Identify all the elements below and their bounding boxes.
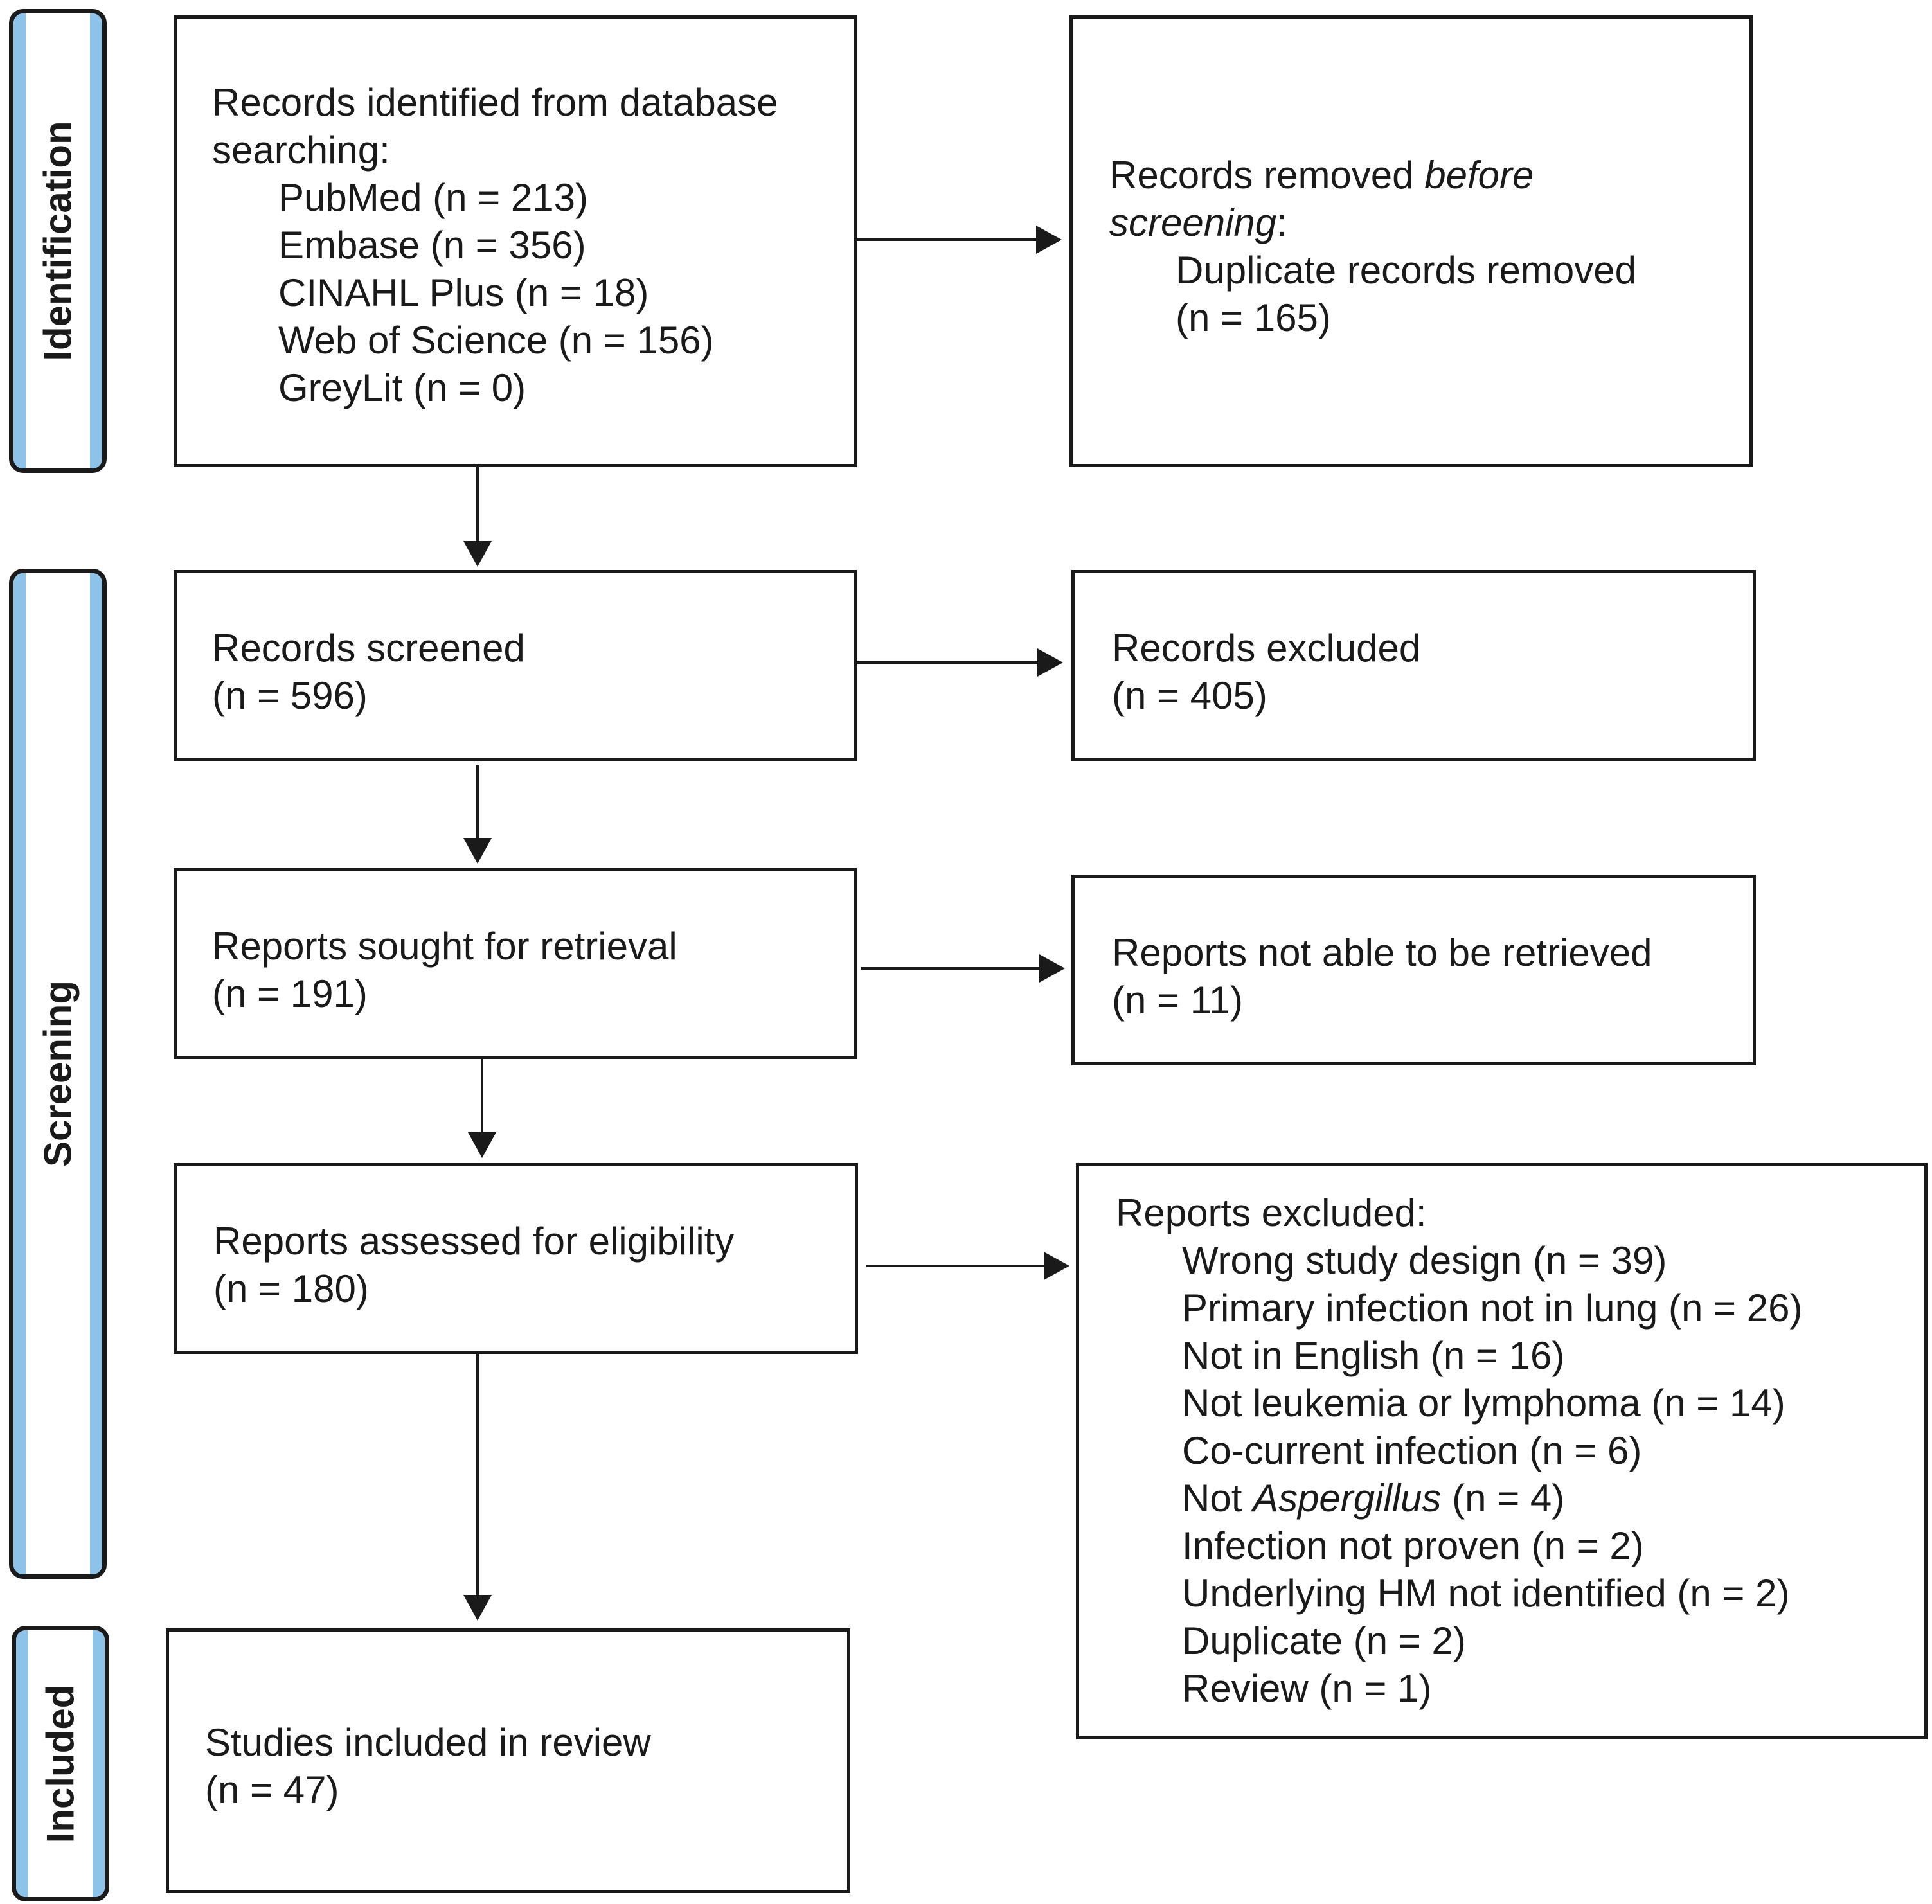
arrow-screened-to-excluded [857, 648, 1063, 677]
phase-screening-label: Screening [36, 980, 80, 1168]
reports-not-retrieved-box: Reports not able to be retrieved (n = 11… [1071, 875, 1756, 1065]
duplicate-records-count: (n = 165) [1176, 296, 1331, 339]
phase-included-bar: Included [12, 1626, 109, 1901]
source-greylit: GreyLit (n = 0) [278, 366, 526, 409]
reports-excluded-box: Reports excluded: Wrong study design (n … [1076, 1163, 1928, 1739]
reports-sought-box: Reports sought for retrieval (n = 191) [174, 868, 857, 1059]
arrow-screened-to-sought [463, 765, 492, 864]
records-removed-colon: : [1276, 201, 1287, 244]
reports-not-retrieved-label: Reports not able to be retrieved [1112, 931, 1652, 974]
reason-underlying-hm: Underlying HM not identified (n = 2) [1182, 1572, 1790, 1615]
arrow-assessed-to-reports-excluded [866, 1252, 1069, 1280]
studies-included-count: (n = 47) [205, 1768, 339, 1811]
reason-review: Review (n = 1) [1182, 1667, 1432, 1710]
duplicate-records-label: Duplicate records removed [1176, 249, 1636, 292]
reason-co-current-infection: Co-current infection (n = 6) [1182, 1429, 1642, 1472]
phase-included-label: Included [39, 1684, 82, 1843]
reason-not-aspergillus: Not Aspergillus (n = 4) [1116, 1475, 1802, 1522]
reports-assessed-label: Reports assessed for eligibility [213, 1220, 735, 1263]
arrow-sought-to-not-retrieved [861, 954, 1065, 983]
reports-sought-label: Reports sought for retrieval [212, 925, 677, 968]
records-identified-box: Records identified from database searchi… [174, 15, 857, 467]
records-screened-count: (n = 596) [212, 674, 368, 717]
reason-wrong-study-design: Wrong study design (n = 39) [1182, 1239, 1667, 1282]
reason-aspergillus-italic: Aspergillus [1253, 1477, 1442, 1520]
records-excluded-label: Records excluded [1112, 627, 1421, 670]
arrow-identified-to-screened [463, 467, 492, 567]
reports-excluded-heading: Reports excluded: [1116, 1191, 1427, 1234]
reports-assessed-box: Reports assessed for eligibility (n = 18… [174, 1163, 858, 1354]
reason-infection-not-proven: Infection not proven (n = 2) [1182, 1524, 1644, 1567]
records-removed-box: Records removed before screening: Duplic… [1069, 15, 1753, 467]
phase-identification-bar: Identification [9, 9, 107, 473]
records-excluded-box: Records excluded (n = 405) [1071, 570, 1756, 761]
reason-not-aspergillus-prefix: Not [1182, 1477, 1253, 1520]
phase-identification-label: Identification [36, 121, 80, 361]
studies-included-box: Studies included in review (n = 47) [166, 1628, 850, 1893]
source-embase: Embase (n = 356) [278, 224, 586, 267]
studies-included-label: Studies included in review [205, 1721, 651, 1764]
arrow-sought-to-assessed [468, 1059, 496, 1158]
records-excluded-count: (n = 405) [1112, 674, 1267, 717]
reports-sought-count: (n = 191) [212, 972, 368, 1015]
records-removed-prefix: Records removed [1109, 154, 1425, 197]
reason-not-leukemia: Not leukemia or lymphoma (n = 14) [1182, 1382, 1785, 1425]
reports-assessed-count: (n = 180) [213, 1267, 369, 1310]
records-screened-box: Records screened (n = 596) [174, 570, 857, 761]
phase-screening-bar: Screening [9, 569, 107, 1579]
reason-primary-infection: Primary infection not in lung (n = 26) [1182, 1286, 1803, 1330]
arrow-identified-to-removed [857, 226, 1062, 254]
records-removed-before: before [1424, 154, 1534, 197]
arrow-assessed-to-included [463, 1354, 492, 1621]
records-removed-screening: screening [1109, 201, 1277, 244]
reports-not-retrieved-count: (n = 11) [1112, 979, 1243, 1022]
reason-duplicate: Duplicate (n = 2) [1182, 1619, 1466, 1662]
reason-not-aspergillus-suffix: (n = 4) [1441, 1477, 1565, 1520]
source-cinahl: CINAHL Plus (n = 18) [278, 271, 649, 314]
records-identified-heading-2: searching: [212, 129, 390, 172]
reason-not-english: Not in English (n = 16) [1182, 1334, 1565, 1377]
source-pubmed: PubMed (n = 213) [278, 176, 588, 219]
records-screened-label: Records screened [212, 627, 525, 670]
records-identified-heading: Records identified from database [212, 81, 778, 124]
source-web-of-science: Web of Science (n = 156) [278, 319, 714, 362]
